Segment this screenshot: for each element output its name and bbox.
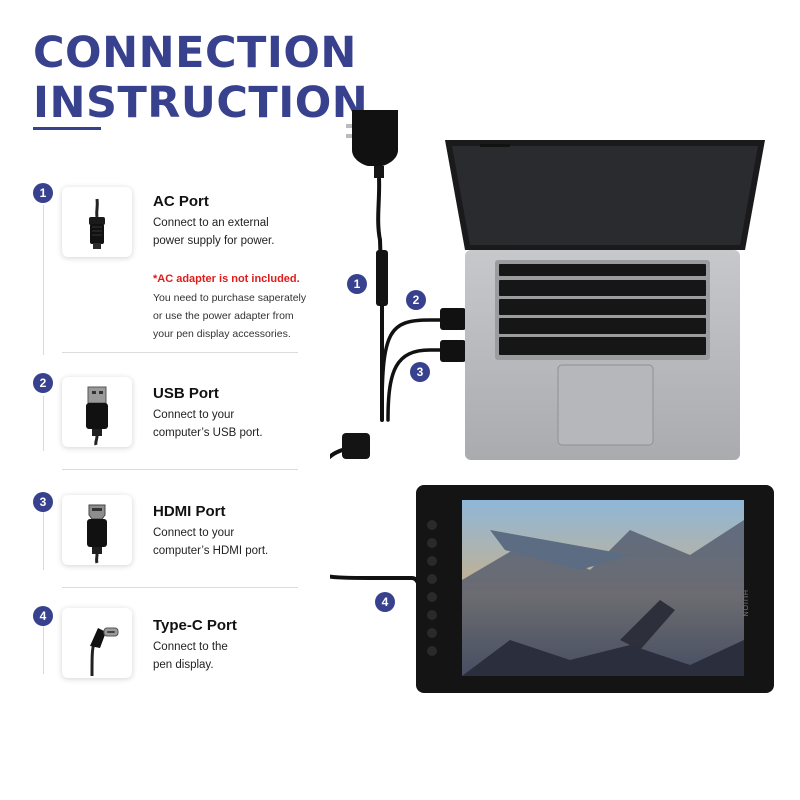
diagram-label-4: 4	[375, 592, 395, 612]
cables	[330, 238, 442, 602]
port-desc-line: computer’s USB port.	[153, 427, 263, 439]
timeline-line	[43, 626, 44, 674]
device-brand-label: HUION	[741, 590, 748, 618]
port-name-type-c: Type-C Port	[153, 617, 237, 634]
port-name-hdmi: HDMI Port	[153, 503, 226, 520]
cable-splitter	[342, 433, 370, 459]
section-divider	[62, 352, 298, 353]
section-divider	[62, 469, 298, 470]
title-line-1: CONNECTION	[33, 28, 357, 78]
port-desc-ac: Connect to an external power supply for …	[153, 214, 323, 250]
timeline-line	[43, 512, 44, 570]
ac-port-image	[62, 187, 132, 257]
port-desc-line: computer’s HDMI port.	[153, 545, 269, 557]
type-c-plug-icon	[90, 627, 119, 677]
type-c-port-image	[62, 608, 132, 678]
step-number-4: 4	[33, 606, 53, 626]
ac-note-line: You need to purchase saperately	[153, 292, 307, 304]
port-name-usb: USB Port	[153, 385, 219, 402]
hdmi-port-image	[62, 495, 132, 565]
laptop	[445, 140, 765, 460]
diagram-label-1: 1	[347, 274, 367, 294]
connection-diagram	[330, 110, 774, 693]
port-desc-hdmi: Connect to your computer’s HDMI port.	[153, 524, 323, 560]
port-desc-line: power supply for power.	[153, 235, 275, 247]
diagram-label-2: 2	[406, 290, 426, 310]
title-line-2: INSTRUCTION	[33, 78, 369, 128]
port-desc-line: Connect to the	[153, 641, 228, 653]
port-desc-line: Connect to an external	[153, 217, 269, 229]
step-number-2: 2	[33, 373, 53, 393]
port-desc-type-c: Connect to the pen display.	[153, 638, 323, 674]
hdmi-plug-icon	[87, 504, 107, 564]
port-desc-line: Connect to your	[153, 409, 235, 421]
port-name-ac: AC Port	[153, 193, 209, 210]
port-desc-line: pen display.	[153, 659, 214, 671]
pen-display	[416, 485, 774, 693]
ac-note-line: or use the power adapter from	[153, 310, 294, 322]
section-divider	[62, 587, 298, 588]
step-number-3: 3	[33, 492, 53, 512]
page-title: CONNECTION INSTRUCTION	[33, 28, 368, 128]
port-desc-line: Connect to your	[153, 527, 235, 539]
barrel-jack-icon	[89, 198, 105, 249]
ac-note-line: your pen display accessories.	[153, 328, 291, 340]
ac-note-body: You need to purchase saperately or use t…	[153, 289, 318, 343]
diagram-label-3: 3	[410, 362, 430, 382]
timeline-line	[43, 396, 44, 451]
title-underline	[33, 127, 101, 130]
ac-warning-note: *AC adapter is not included.	[153, 273, 300, 285]
port-desc-usb: Connect to your computer’s USB port.	[153, 406, 323, 442]
usb-plug-icon	[86, 386, 108, 446]
step-number-1: 1	[33, 183, 53, 203]
power-adapter	[346, 110, 398, 241]
usb-port-image	[62, 377, 132, 447]
timeline-line	[43, 205, 44, 355]
